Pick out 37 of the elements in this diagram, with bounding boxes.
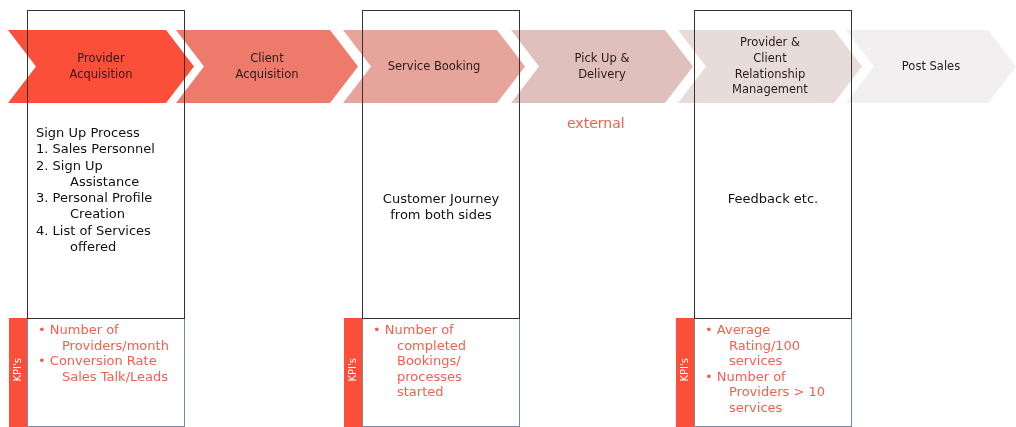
process-step-banner [8, 30, 194, 103]
body-text: Feedback etc. [726, 191, 820, 208]
kpi-item: • Number of completed Bookings/ processes started [373, 322, 467, 400]
process-step-banner [511, 30, 693, 103]
vertical-label: KPI's [347, 358, 358, 382]
kpi-tab [9, 318, 27, 427]
step-label: Service Booking [387, 58, 481, 75]
vertical-label: KPI's [12, 358, 23, 382]
step-label: Pick Up & Delivery [573, 51, 631, 82]
process-step-banner [343, 30, 525, 103]
kpi-box [362, 318, 520, 427]
step-label: Provider Acquisition [68, 51, 134, 82]
vertical-label: KPI's [679, 358, 690, 382]
column-box [362, 10, 520, 319]
kpi-item: • Number of Providers > 10 services [705, 368, 826, 416]
kpi-item: • Number of Providers/month [38, 322, 170, 354]
column-box [694, 10, 852, 319]
step-label: Post Sales [901, 58, 961, 75]
note-text: external [567, 115, 625, 131]
list-item: 2. Sign Up Assistance [36, 157, 141, 190]
process-step-banner [176, 30, 358, 103]
process-step-banner [678, 30, 862, 103]
step-label: Provider & Client Relationship Management [731, 35, 809, 98]
kpi-tab [344, 318, 362, 427]
kpi-item: • Average Rating/100 services [705, 322, 802, 369]
list-item: 4. List of Services offered [36, 222, 152, 255]
kpi-box [694, 318, 852, 427]
list-item: 3. Personal Profile Creation [36, 190, 154, 223]
kpi-box [27, 318, 185, 427]
body-text: Customer Journey from both sides [381, 191, 501, 224]
process-step-banner [846, 30, 1016, 103]
list-heading: Sign Up Process [36, 125, 141, 142]
column-box [27, 10, 185, 319]
list-item: 1. Sales Personnel [36, 141, 156, 158]
kpi-item: • Conversion Rate Sales Talk/Leads [38, 353, 169, 385]
kpi-tab [676, 318, 694, 427]
step-label: Client Acquisition [234, 51, 300, 82]
